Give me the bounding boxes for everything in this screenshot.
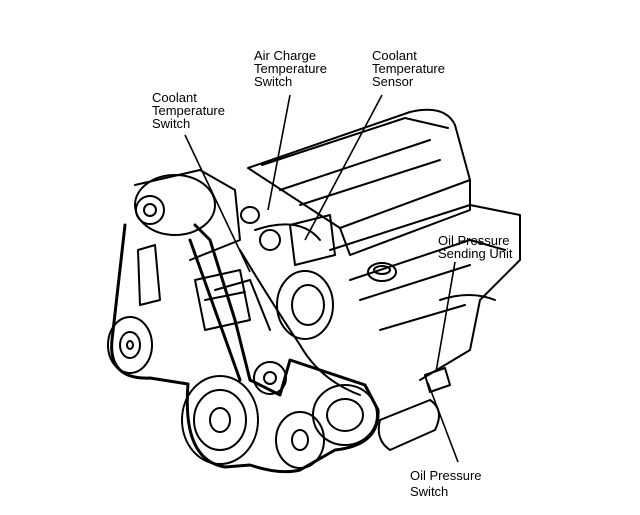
throttle-body [276, 270, 334, 340]
oil-filler-cap [367, 262, 397, 282]
label-coolant-temperature-sensor: Coolant Temperature Sensor [372, 48, 445, 89]
engine-block [329, 204, 521, 381]
oil-sending-unit [424, 367, 451, 393]
bracket [194, 269, 251, 331]
ps-pump [137, 244, 161, 306]
valve-cover [247, 108, 471, 229]
label-oil-pressure-switch: Oil Pressure Switch [410, 468, 482, 499]
ac-compressor [312, 384, 378, 446]
wiring [239, 249, 361, 396]
leader-coolant-switch [184, 134, 251, 273]
serpentine-belt [110, 223, 380, 474]
label-oil-pressure-sending-unit: Oil Pressure Sending Unit [438, 233, 513, 261]
oil-filter [377, 399, 440, 451]
water-pump-pulley [275, 411, 325, 469]
leader-oil-switch [427, 382, 459, 463]
sensor-cluster [289, 214, 336, 266]
label-air-charge-temperature-switch: Air Charge Temperature Switch [254, 48, 327, 89]
crank-pulley [181, 375, 259, 465]
label-coolant-temperature-switch: Coolant Temperature Switch [152, 90, 225, 131]
leader-air-charge [267, 94, 291, 211]
leader-coolant-sensor [304, 94, 383, 241]
ps-pulley [107, 316, 153, 374]
leader-oil-sending [435, 261, 456, 373]
